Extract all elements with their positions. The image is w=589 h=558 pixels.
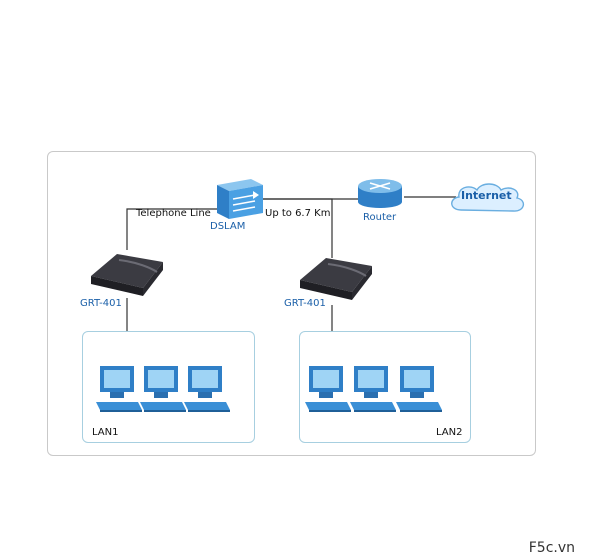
telephone-line-label: Telephone Line bbox=[136, 208, 211, 219]
modem-left-label: GRT-401 bbox=[80, 298, 122, 309]
dslam-icon bbox=[217, 179, 263, 219]
distance-label: Up to 6.7 Km bbox=[265, 208, 331, 219]
diagram-frame bbox=[47, 151, 536, 456]
modem-left-icon bbox=[91, 254, 163, 296]
computer-icon bbox=[140, 366, 186, 412]
telephone-line-wire bbox=[126, 208, 222, 250]
modem-right-icon bbox=[300, 258, 372, 300]
lan1-label: LAN1 bbox=[92, 427, 119, 438]
router-icon bbox=[358, 179, 402, 208]
internet-label: Internet bbox=[461, 189, 512, 202]
watermark: F5c.vn bbox=[528, 540, 575, 556]
lan2-label: LAN2 bbox=[436, 427, 463, 438]
computer-icon bbox=[96, 366, 142, 412]
lan2-box bbox=[299, 331, 471, 443]
computer-icon bbox=[184, 366, 230, 412]
computer-icon bbox=[350, 366, 396, 412]
dslam-label: DSLAM bbox=[210, 221, 246, 232]
computer-icon bbox=[305, 366, 351, 412]
lan1-box bbox=[82, 331, 255, 443]
router-label: Router bbox=[363, 212, 397, 223]
computer-icon bbox=[396, 366, 442, 412]
modem-right-label: GRT-401 bbox=[284, 298, 326, 309]
internet-cloud-icon bbox=[451, 183, 524, 212]
